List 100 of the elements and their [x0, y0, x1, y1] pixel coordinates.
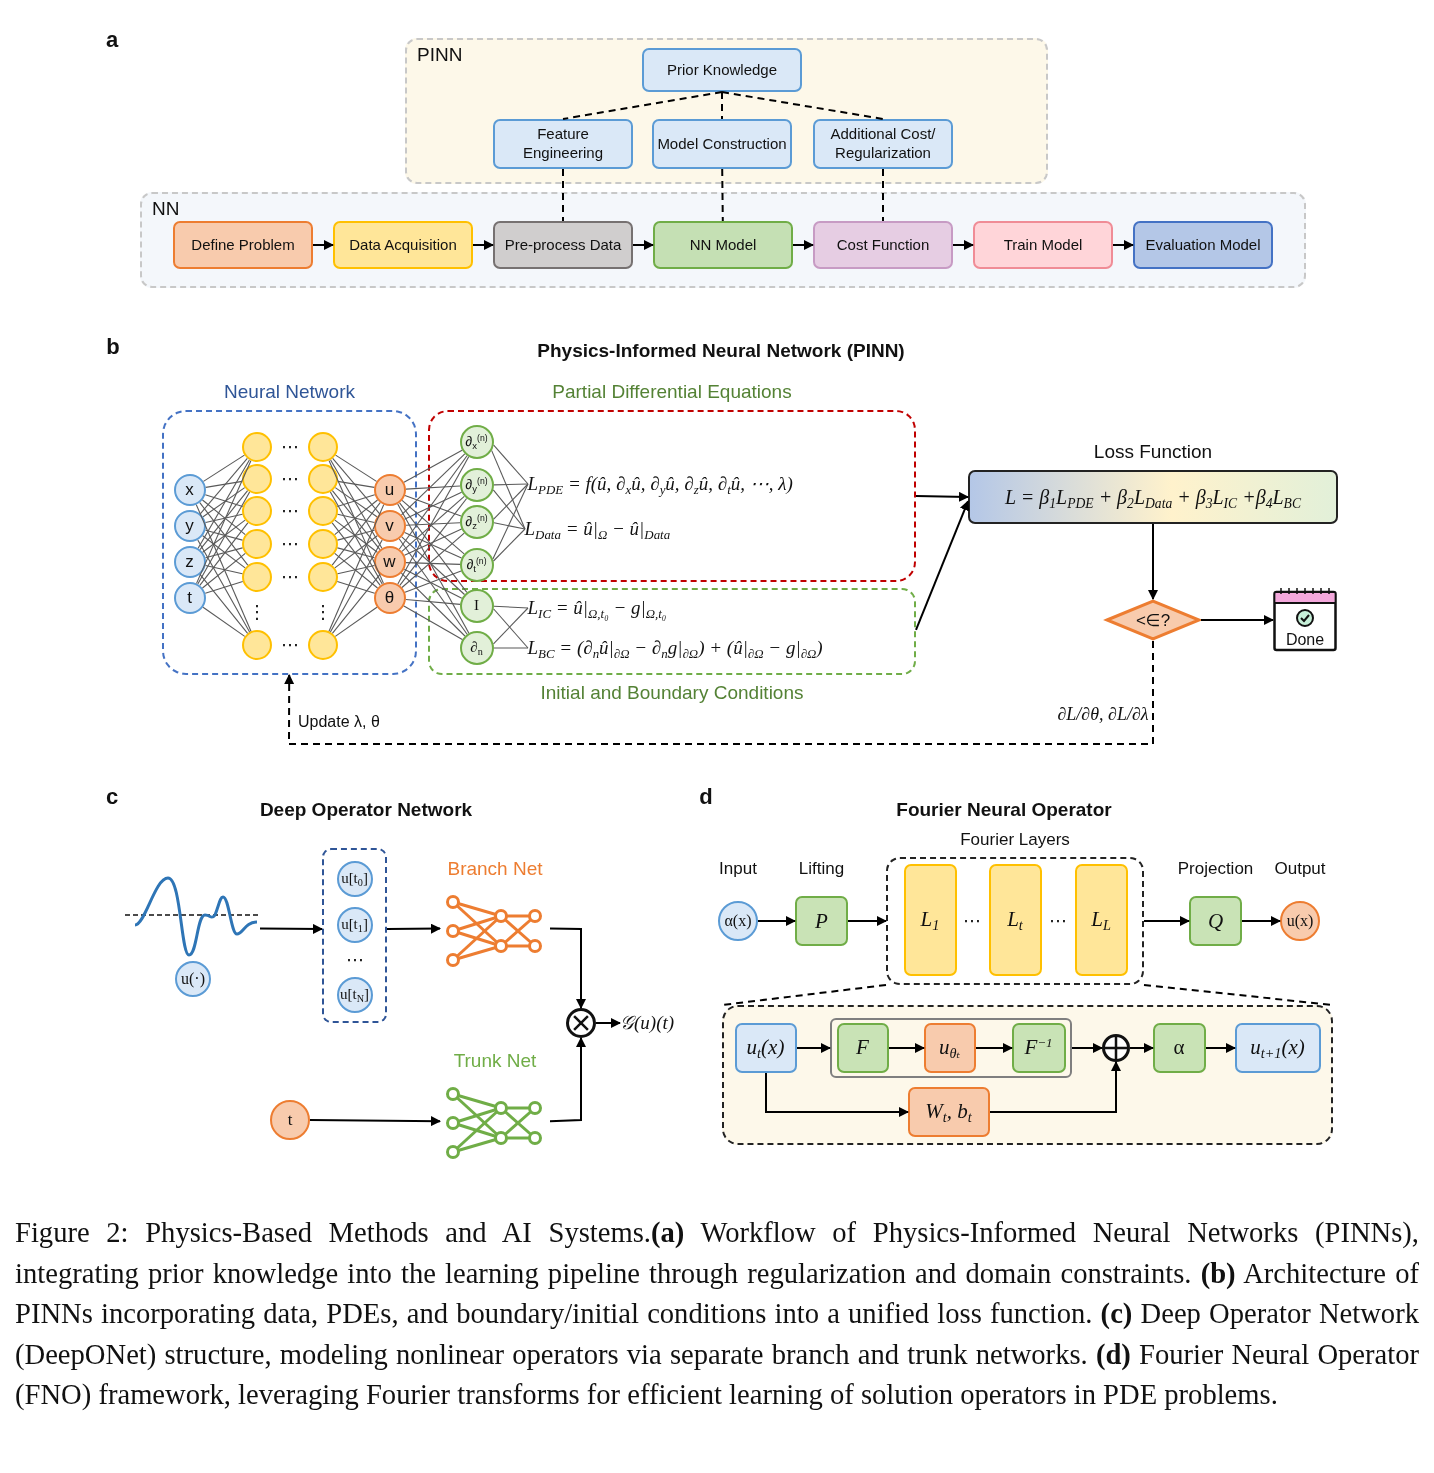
network-link	[330, 459, 383, 549]
panel-title: Physics-Informed Neural Network (PINN)	[537, 340, 905, 362]
network-link	[336, 494, 376, 508]
layer-box: W$_{t}$, b$_{t}$	[907, 1086, 990, 1137]
arrow	[1143, 916, 1190, 926]
dashed-line	[721, 91, 884, 120]
layer-box: F$^{−1}$	[1011, 1022, 1066, 1073]
network-link	[202, 454, 245, 482]
network-link	[493, 483, 529, 520]
network-link	[205, 513, 243, 524]
neuron-circle	[241, 561, 272, 592]
neuron-circle: y	[173, 509, 206, 542]
stage-label: Input	[719, 859, 757, 879]
network-link	[404, 570, 462, 593]
decision-diamond: <∈?	[1105, 599, 1201, 641]
network-link	[331, 573, 381, 634]
dashed-line	[562, 168, 564, 222]
network-link	[334, 487, 378, 518]
arrow	[952, 240, 974, 250]
arrow	[284, 640, 1154, 745]
network-link	[329, 491, 383, 585]
network-label: Branch Net	[447, 858, 543, 880]
neuron-circle	[241, 463, 272, 494]
network-link	[197, 491, 251, 585]
network-link	[492, 483, 529, 560]
network-link	[201, 552, 246, 589]
neuron-circle: θ	[373, 581, 406, 614]
layer-box: u$_{θₜ}$	[923, 1022, 976, 1073]
network-link	[403, 449, 463, 483]
derivative-circle: I	[459, 588, 494, 623]
network-link	[398, 455, 468, 550]
network-link	[197, 539, 251, 633]
network-link	[199, 457, 248, 515]
process-box: NN Model	[653, 221, 793, 269]
process-box: Define Problem	[173, 221, 313, 269]
dashed-line	[721, 91, 723, 120]
group-title: NN	[152, 198, 180, 220]
network-link	[331, 490, 381, 551]
network-link	[197, 459, 250, 549]
network-link	[195, 460, 252, 584]
neuron-circle: x	[173, 473, 206, 506]
function-circle: u(·)	[175, 961, 211, 997]
neuron-circle: z	[173, 545, 206, 578]
network-link	[401, 536, 466, 596]
dashed-line	[721, 168, 724, 222]
ellipsis: ⋯	[963, 910, 981, 932]
panel-letter: a	[105, 27, 119, 53]
neuron-circle	[241, 495, 272, 526]
network-link	[398, 538, 468, 635]
neuron-circle	[307, 495, 338, 526]
layer-box: Q	[1189, 896, 1242, 946]
group-title: Neural Network	[224, 381, 355, 403]
process-box: Additional Cost/ Regularization	[813, 119, 953, 169]
equation: L$_{Data}$ = û|$_{Ω}$ − û|$_{Data}$	[524, 515, 671, 542]
network-link	[328, 460, 385, 584]
derivative-circle: ∂$_{n}$	[459, 630, 494, 665]
network-link	[334, 535, 378, 569]
layer-box: F	[836, 1022, 889, 1073]
network-link	[204, 547, 244, 559]
network-link	[491, 450, 526, 530]
neuron-circle: v	[373, 509, 406, 542]
network-link	[202, 487, 246, 518]
network-link	[336, 529, 376, 541]
network-link	[195, 504, 252, 632]
network-link	[334, 519, 378, 553]
sample-circle: u[t$_{1}$]	[336, 906, 373, 943]
network-link	[403, 568, 463, 599]
network-link	[332, 457, 381, 515]
output-circle: u(x)	[1280, 901, 1320, 941]
network-link	[397, 503, 470, 634]
process-box: Evaluation Model	[1133, 221, 1273, 269]
neuron-circle	[241, 629, 272, 660]
arrow	[1112, 240, 1134, 250]
network-link	[337, 564, 375, 575]
panel-title: Fourier Neural Operator	[896, 799, 1112, 821]
sample-circle: u[t$_{0}$]	[336, 860, 373, 897]
panel-letter: d	[699, 784, 713, 810]
network-link	[202, 606, 246, 637]
network-link	[205, 564, 243, 575]
group-frame	[405, 38, 1048, 184]
neuron-circle	[307, 528, 338, 559]
network-link	[493, 483, 529, 486]
arrow	[386, 923, 441, 934]
panel-title: Deep Operator Network	[259, 799, 473, 821]
layer-box: P	[795, 896, 848, 946]
network-link	[405, 562, 461, 565]
network-link	[199, 573, 249, 634]
neuron-circle	[241, 431, 272, 462]
dashed-frame	[322, 848, 387, 1023]
arrow	[757, 916, 796, 926]
layer-box: α	[1152, 1022, 1206, 1073]
arrow	[472, 240, 494, 250]
process-box: Prior Knowledge	[642, 48, 802, 92]
arrow	[765, 1072, 909, 1117]
network-link	[401, 532, 465, 589]
arrow	[1205, 1043, 1236, 1053]
figure-caption: Figure 2: Physics-Based Methods and AI Systems.(a) Workflow of Physics-Informed Neural Networks (PINNs), integrating prior knowledge into the learning pipeline through regularization and domain constraints. (b) Architecture of PINNs incorporating data, PDEs, and boundary/initial conditions into a unified loss function. (c) Deep Operator Network (DeepONet) structure, modeling nonlinear operators via separate branch and trunk networks. (d) Fourier Neural Operator (FNO) framework, leveraging Fourier transforms for efficient learning of solution operators in PDE problems.	[15, 1216, 1419, 1413]
network-link	[199, 502, 249, 566]
neuron-circle	[307, 629, 338, 660]
arrow	[632, 240, 654, 250]
